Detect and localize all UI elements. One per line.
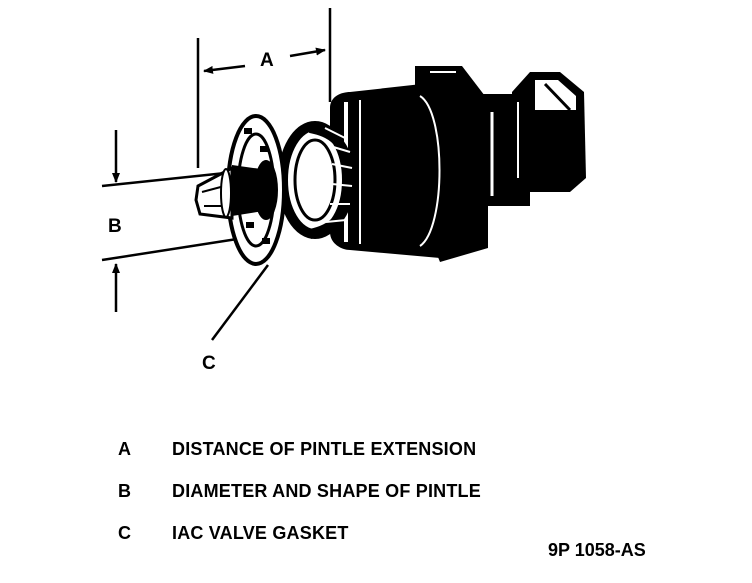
legend-key-a: A bbox=[118, 438, 132, 459]
threaded-section bbox=[278, 121, 356, 239]
dimension-b: B bbox=[101, 130, 251, 312]
legend-row-a: A DISTANCE OF PINTLE EXTENSION bbox=[118, 428, 678, 470]
dimension-b-extension-top bbox=[101, 170, 236, 188]
leader-c: C bbox=[202, 264, 270, 374]
dimension-a-arrow-right bbox=[289, 47, 326, 58]
legend-text-b: DIAMETER AND SHAPE OF PINTLE bbox=[172, 480, 481, 501]
pintle bbox=[194, 160, 278, 220]
figure-id: 9P 1058-AS bbox=[548, 540, 646, 560]
legend-row-b: B DIAMETER AND SHAPE OF PINTLE bbox=[118, 470, 678, 512]
legend-key-c: C bbox=[118, 522, 132, 543]
legend-row-c: C IAC VALVE GASKET bbox=[118, 512, 678, 554]
callout-c: C bbox=[202, 353, 216, 374]
valve-body bbox=[330, 82, 468, 258]
callout-b: B bbox=[108, 216, 122, 237]
dimension-b-extension-bottom bbox=[101, 235, 251, 262]
dimension-a: A bbox=[196, 8, 332, 168]
leader-c-line bbox=[210, 264, 270, 341]
legend-key-b: B bbox=[118, 480, 132, 501]
legend-text-c: IAC VALVE GASKET bbox=[172, 522, 349, 543]
dimension-a-arrow-left bbox=[203, 64, 246, 74]
legend-text-a: DISTANCE OF PINTLE EXTENSION bbox=[172, 438, 477, 459]
callout-a: A bbox=[260, 50, 274, 71]
legend: A DISTANCE OF PINTLE EXTENSION B DIAMETE… bbox=[118, 428, 678, 554]
